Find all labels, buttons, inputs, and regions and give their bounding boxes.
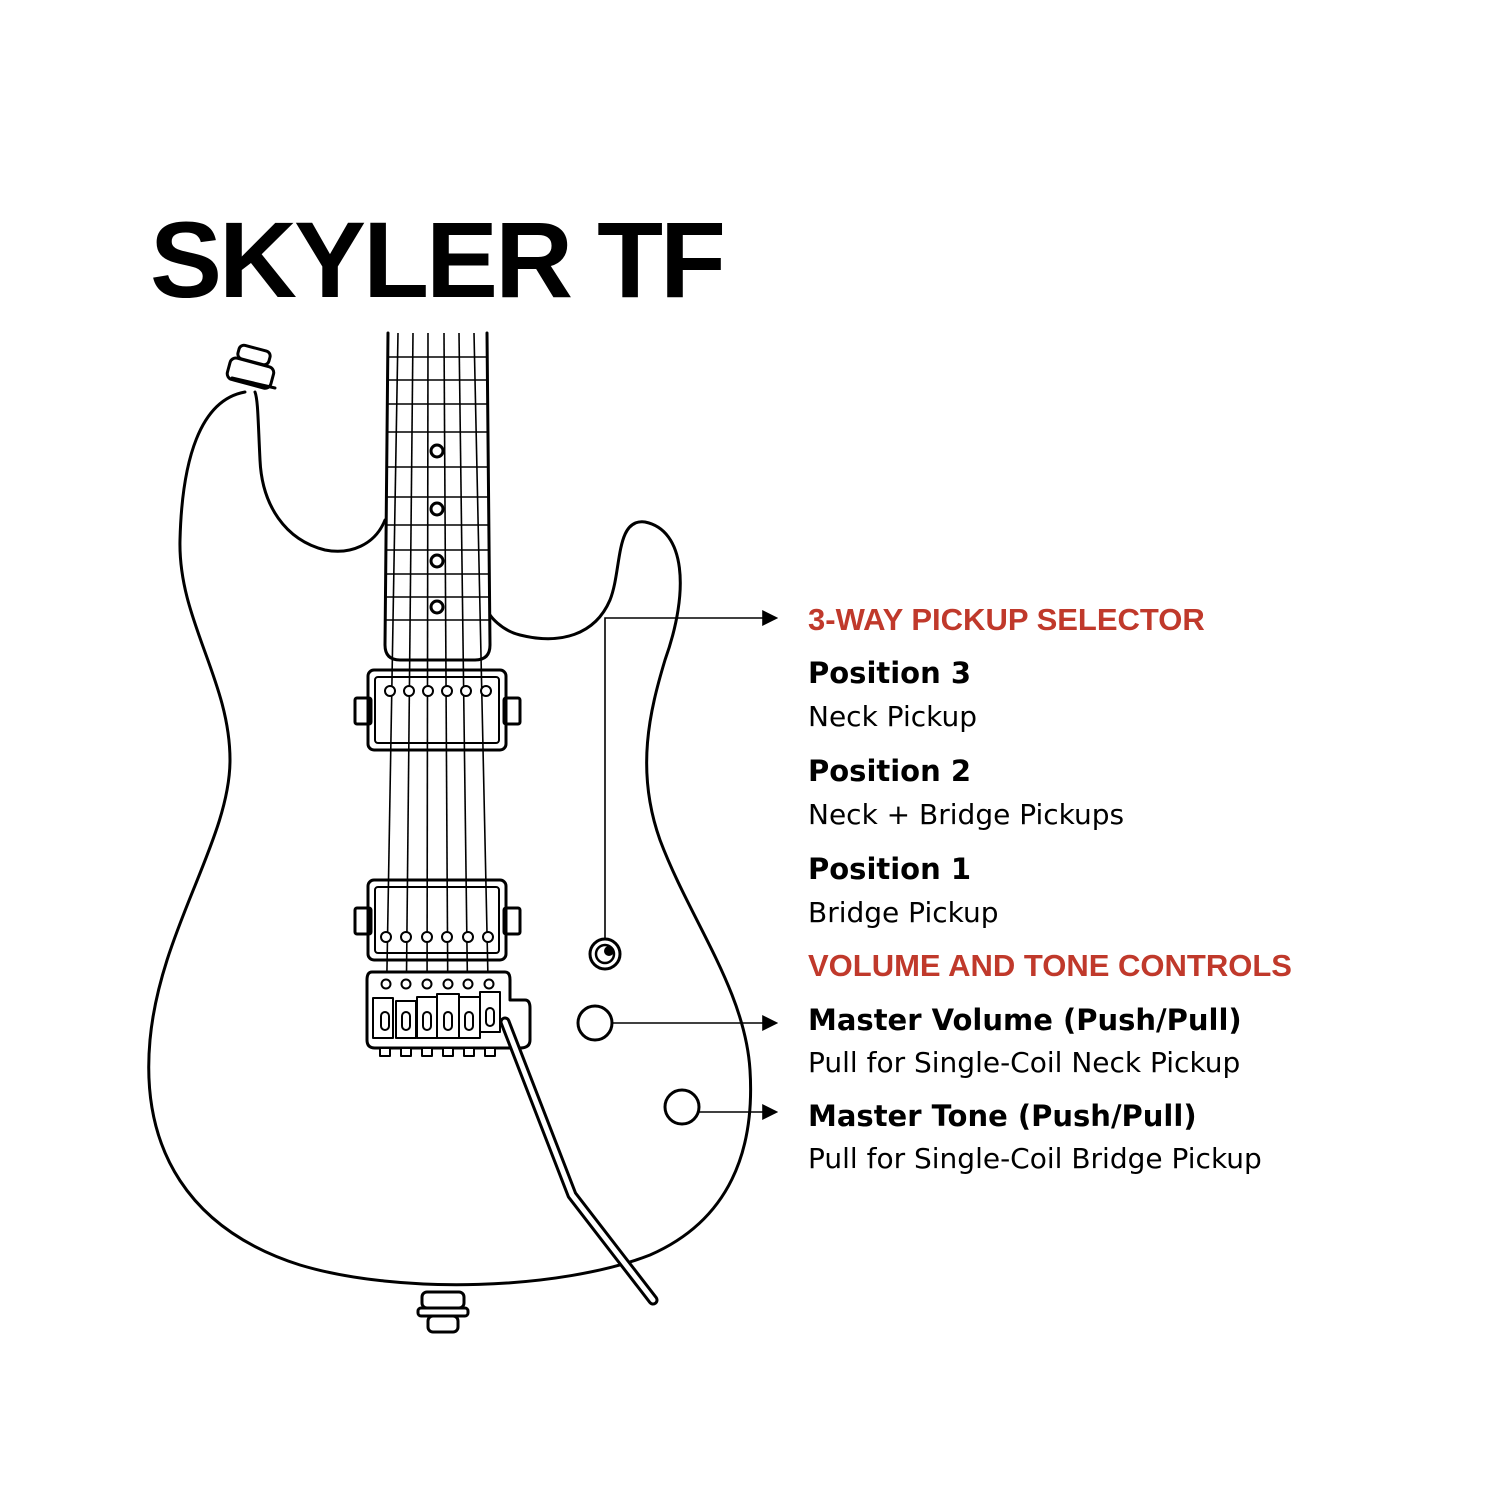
neck-pickup bbox=[353, 668, 522, 752]
selector-leader-arrow-icon bbox=[604, 610, 779, 939]
volume-label: Master Volume (Push/Pull) bbox=[808, 1003, 1242, 1037]
guitar-body-outline bbox=[147, 390, 753, 1287]
tremolo-arm bbox=[499, 1016, 659, 1306]
volume-knob[interactable] bbox=[576, 1004, 614, 1042]
tone-knob[interactable] bbox=[663, 1088, 701, 1126]
controls-heading: VOLUME AND TONE CONTROLS bbox=[808, 948, 1292, 983]
position-1-label: Position 1 bbox=[808, 852, 971, 886]
fret-marker bbox=[429, 501, 445, 517]
volume-description: Pull for Single-Coil Neck Pickup bbox=[808, 1046, 1240, 1079]
tone-description: Pull for Single-Coil Bridge Pickup bbox=[808, 1142, 1262, 1175]
fretboard bbox=[383, 331, 492, 662]
position-2-description: Neck + Bridge Pickups bbox=[808, 798, 1124, 831]
strap-button-top bbox=[225, 343, 277, 390]
tone-label: Master Tone (Push/Pull) bbox=[808, 1099, 1197, 1133]
tremolo-bridge bbox=[365, 970, 532, 1057]
position-1-description: Bridge Pickup bbox=[808, 896, 999, 929]
strap-button-bottom bbox=[416, 1290, 470, 1334]
position-3-label: Position 3 bbox=[808, 656, 971, 690]
page-title: SKYLER TF bbox=[150, 199, 723, 320]
pickup-selector-knob[interactable] bbox=[588, 937, 622, 971]
strings bbox=[385, 332, 490, 1026]
fret-marker bbox=[429, 553, 445, 569]
fret-marker bbox=[429, 599, 445, 615]
position-3-description: Neck Pickup bbox=[808, 700, 977, 733]
bridge-pickup bbox=[353, 878, 522, 962]
position-2-label: Position 2 bbox=[808, 754, 971, 788]
pickup-selector-heading: 3-WAY PICKUP SELECTOR bbox=[808, 602, 1205, 637]
fret-marker bbox=[429, 443, 445, 459]
